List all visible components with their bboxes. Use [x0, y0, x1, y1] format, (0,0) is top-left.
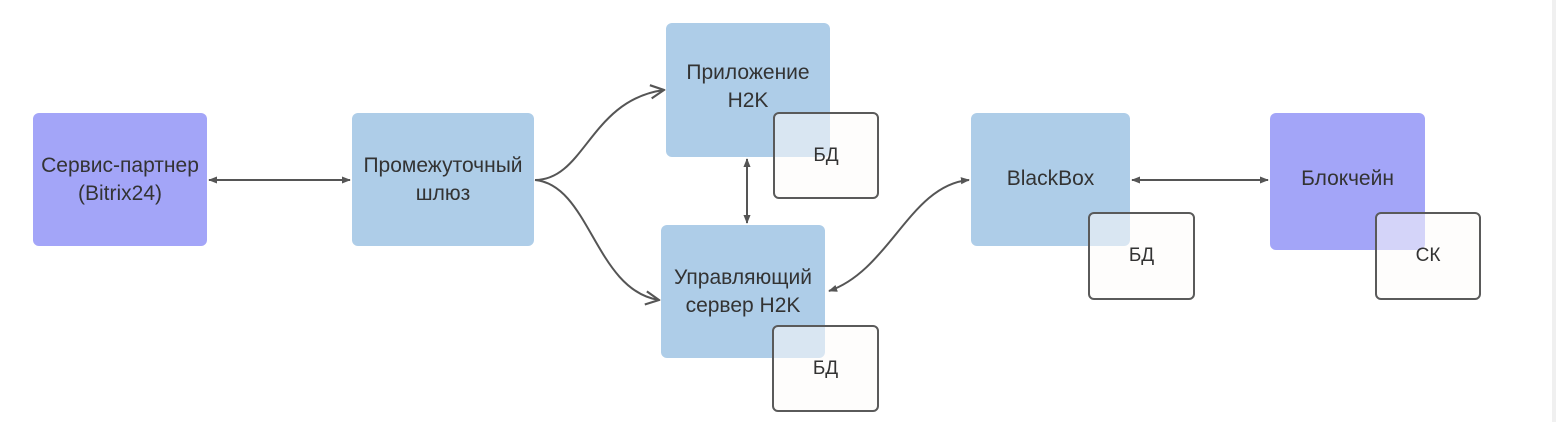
right-edge-divider: [1552, 0, 1556, 422]
node-server-h2k-label: Управляющий сервер H2K: [674, 265, 812, 317]
node-service-partner-label: Сервис-партнер (Bitrix24): [41, 153, 199, 205]
store-server-db-label: БД: [812, 357, 839, 379]
edge-gateway-server: [534, 179, 659, 300]
store-app-db-label: БД: [813, 144, 839, 166]
edge-server-blackbox: [828, 177, 970, 292]
node-service-partner: Сервис-партнер (Bitrix24): [33, 113, 207, 246]
node-gateway: Промежуточный шлюз: [352, 113, 534, 246]
node-server-h2k: Управляющий сервер H2K: [661, 225, 825, 358]
node-app-h2k-label: Приложение H2K: [686, 61, 810, 112]
node-blackbox-label: BlackBox: [1006, 167, 1095, 190]
store-blockchain-sc-label: СК: [1415, 245, 1441, 266]
node-blockchain-label: Блокчейн: [1301, 167, 1394, 190]
store-blockchain-sc: СК: [1375, 212, 1481, 300]
store-blackbox-db-label: БД: [1128, 245, 1155, 266]
edge-gateway-app: [534, 90, 664, 181]
node-gateway-label: Промежуточный шлюз: [363, 153, 523, 205]
store-server-db: БД: [772, 325, 879, 412]
store-blackbox-db: БД: [1088, 212, 1195, 300]
